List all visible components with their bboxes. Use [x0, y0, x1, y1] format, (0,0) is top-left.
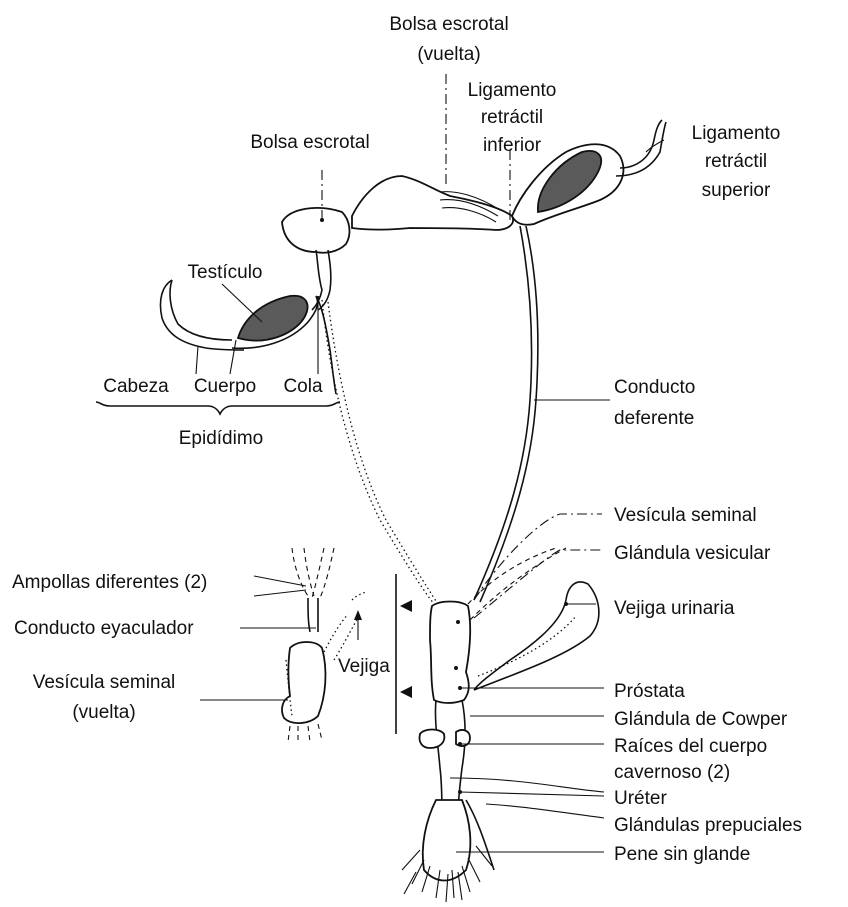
- label-cuerpo: Cuerpo: [194, 376, 256, 397]
- label-epididimo: Epidídimo: [179, 428, 264, 449]
- epididymis-brace: [96, 402, 340, 414]
- label-cola: Cola: [283, 376, 323, 397]
- label-vejiga: Vejiga: [338, 656, 390, 677]
- label-bolsa-escrotal: Bolsa escrotal: [250, 132, 369, 153]
- label-ureter: Uréter: [614, 788, 667, 809]
- labels: Bolsa escrotal (vuelta) Ligamento retrác…: [12, 14, 802, 865]
- label-bolsa-escrotal-vuelta: Bolsa escrotal: [389, 14, 508, 35]
- label-glandula-vesicular: Glándula vesicular: [614, 543, 771, 564]
- label-ligamento-superior-3: superior: [702, 180, 771, 201]
- scrotal-sac-left: [282, 208, 349, 253]
- vas-deferens-left: [322, 300, 434, 604]
- label-vesicula-vuelta-2: (vuelta): [72, 702, 135, 723]
- label-vejiga-urinaria: Vejiga urinaria: [614, 598, 735, 619]
- label-pene: Pene sin glande: [614, 844, 750, 865]
- label-bolsa-escrotal-vuelta-sub: (vuelta): [417, 44, 480, 65]
- inset-ampullae: [292, 548, 314, 596]
- label-cowper: Glándula de Cowper: [614, 709, 788, 730]
- label-conducto-eyaculador: Conducto eyaculador: [14, 618, 194, 639]
- label-raices-2: cavernoso (2): [614, 762, 730, 783]
- label-raices: Raíces del cuerpo: [614, 736, 767, 757]
- testis-left: [238, 296, 308, 341]
- cowper-gland: [419, 730, 444, 749]
- label-prostata: Próstata: [614, 681, 685, 702]
- label-conducto-deferente-2: deferente: [614, 408, 694, 429]
- label-ligamento-inferior-3: inferior: [483, 135, 542, 156]
- label-testiculo: Testículo: [188, 262, 263, 283]
- label-ampollas: Ampollas diferentes (2): [12, 572, 207, 593]
- label-prepuciales: Glándulas prepuciales: [614, 815, 802, 836]
- label-vesicula-vuelta: Vesícula seminal: [33, 672, 176, 693]
- label-cabeza: Cabeza: [103, 376, 169, 397]
- label-ligamento-superior: Ligamento: [692, 123, 781, 144]
- label-ligamento-inferior-2: retráctil: [481, 107, 543, 128]
- anatomy-drawing: [160, 120, 666, 902]
- label-vesicula-seminal: Vesícula seminal: [614, 505, 757, 526]
- label-ligamento-superior-2: retráctil: [705, 151, 767, 172]
- vesicular-gland: [468, 548, 556, 604]
- label-ligamento-inferior: Ligamento: [468, 80, 557, 101]
- label-conducto-deferente: Conducto: [614, 377, 695, 398]
